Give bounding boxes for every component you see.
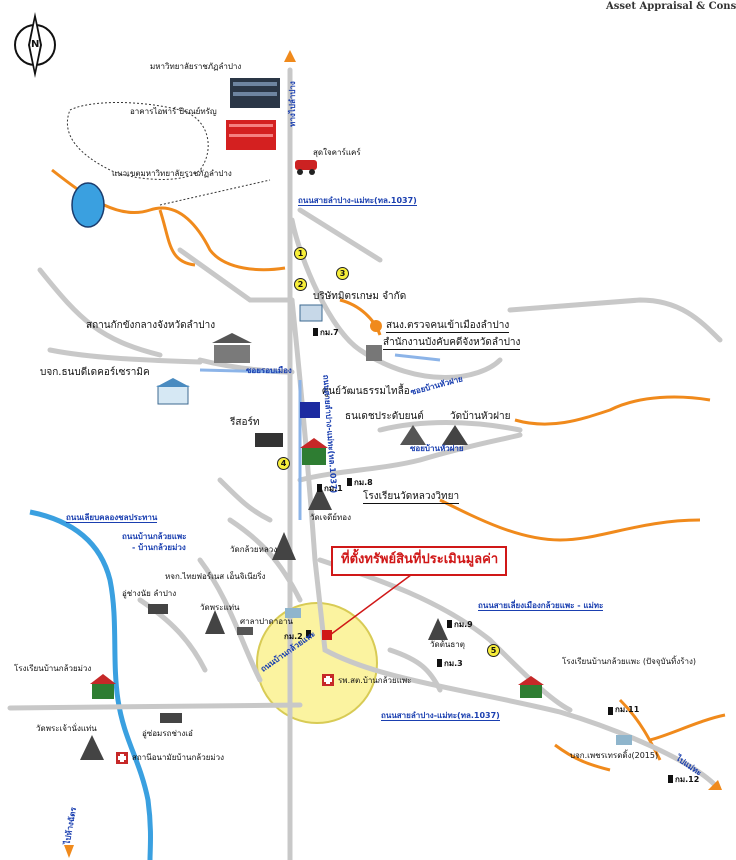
resort-label: รีสอร์ท <box>230 417 260 428</box>
subject-callout: ที่ตั้งทรัพย์สินที่ประเมินมูลค่า <box>331 546 507 576</box>
primary-roads <box>7 67 723 860</box>
road-label-north: ถนนสายลำปาง-แม่ทะ(ทล.1037) <box>298 196 417 206</box>
warehouse-icon <box>156 378 190 405</box>
temple-icon-7 <box>428 618 448 640</box>
brand-text: Asset Appraisal & Consu <box>606 1 736 12</box>
phetcharat-label: บจก.เพชรเทรดดิ้ง(2015) <box>570 751 659 760</box>
temple-icon-1 <box>442 425 468 445</box>
immigration-marker <box>370 320 382 332</box>
river <box>29 509 153 860</box>
company-kasem-label: บริษัทมิตรเกษม จำกัด <box>313 291 407 302</box>
road-label-south: ถนนสายลำปาง-แม่ทะ(ทล.1037) <box>381 711 500 721</box>
km-marker-12: กม.12 <box>675 775 700 784</box>
thai-lue-label: ศูนย์วัฒนธรรมไทลื้อ <box>322 386 410 397</box>
factory-icon-3 <box>616 735 632 745</box>
school-icon-2 <box>90 674 116 699</box>
lake <box>71 182 105 228</box>
health-kluai-muang-label: สถานีอนามัยบ้านกล้วยม่วง <box>132 753 225 762</box>
university-building-icon <box>226 78 280 150</box>
km-marker-1: กม.1 <box>324 484 343 493</box>
wat-hua-fai-label: วัดบ้านหัวฝาย <box>450 411 511 422</box>
compass-letter: N <box>31 39 40 50</box>
south-road-arrow-icon <box>64 845 74 858</box>
resort-icon <box>255 433 283 447</box>
km-marker-11: กม.11 <box>615 705 640 714</box>
subject-label: ที่ตั้งทรัพย์สินที่ประเมินมูลค่า <box>341 552 499 567</box>
hospital-label: รพ.สต.บ้านกล้วยแพะ <box>338 676 412 685</box>
temple-icon-3 <box>308 485 332 510</box>
garage-ae-label: อู่ซ่อมรถช่างเอ๋ <box>142 729 193 738</box>
subject-marker-icon <box>322 630 332 640</box>
temple-icon-4 <box>272 532 296 560</box>
point-2: 2 <box>294 278 307 291</box>
car-icon <box>295 160 317 175</box>
point-3: 3 <box>336 267 349 280</box>
temple-icon-5 <box>205 610 225 634</box>
road-label-to-lampang: ทางไปลำปาง <box>287 81 297 127</box>
school-kluai-phae-label: โรงเรียนบ้านกล้วยแพะ (ปัจจุบันทิ้งร้าง) <box>562 657 697 666</box>
point-1: 1 <box>294 247 307 260</box>
radius-circle <box>256 602 378 724</box>
factory-icon <box>299 304 323 322</box>
km-marker-9: กม.9 <box>454 620 473 629</box>
wat-kluai-luang-label: วัดกล้วยหลวง <box>230 545 278 554</box>
university-label: มหาวิทยาลัยราชภัฏลำปาง <box>150 62 242 71</box>
temple-icon-2 <box>400 425 426 445</box>
km-marker-2: กม.2 <box>284 632 303 641</box>
immigration-label: สนง.ตรวจคนเข้าเมืองลำปาง <box>386 320 510 333</box>
km-marker-3: กม.3 <box>444 659 463 668</box>
nai-shop-label: อู่ช่างนัย ลำปาง <box>122 589 177 598</box>
road-label-kluai-phae: ถนนบ้านกล้วยแพะ <box>122 532 187 541</box>
wat-phrachao-label: วัดพระเจ้านั่งแท่น <box>36 724 97 733</box>
university-building-label: อาคารไอพาร์ ปีรณย์ทรัญ <box>130 107 217 116</box>
road-label-hua-fai: ซอยบ้านหัวฝาย <box>410 444 464 453</box>
car-care-label: สุดใจคาร์แคร์ <box>313 148 361 157</box>
southeast-road-arrow-icon <box>708 780 722 790</box>
road-label-soi: ซอยรอบเมือง <box>246 366 292 375</box>
north-arrow-icon <box>14 12 56 78</box>
wat-chedi-thong-label: วัดเจดีย์ทอง <box>310 513 351 522</box>
wat-ton-that-label: วัดต้นธาตุ <box>430 640 465 649</box>
km-marker-8: กม.8 <box>354 478 373 487</box>
point-4: 4 <box>277 457 290 470</box>
factory-icon-2 <box>285 608 301 618</box>
culture-center-icon <box>300 402 320 418</box>
detention-label: สถานกักขังกลางจังหวัดลำปาง <box>86 320 216 331</box>
temple-icon-6 <box>80 735 104 760</box>
government-building-icon <box>212 333 252 363</box>
health-icon <box>116 752 128 764</box>
road-label-bypass: ถนนสายเลี่ยงเมืองกล้วยแพะ - แม่ทะ <box>478 601 604 611</box>
road-label-kluai-muang: - บ้านกล้วยม่วง <box>132 543 186 552</box>
road-label-irrigation: ถนนเลียบคลองชลประทาน <box>66 513 158 523</box>
school-wat-luang-label: โรงเรียนวัดหลวงวิทยา <box>363 491 460 504</box>
point-5: 5 <box>487 644 500 657</box>
school-icon-1 <box>300 438 328 465</box>
garage-icon <box>160 713 182 723</box>
phoenix-label: หจก.ไทยฟอร์เนส เอ็นจิเนียริ่ง <box>165 572 266 581</box>
sala-label: ศาลาปาดาอาน <box>240 617 293 626</box>
university-boundary-label: แนวเขตมหาวิทยาลัยราชภัฏลำปาง <box>112 169 232 178</box>
car-icon-2 <box>237 627 253 635</box>
school-kluai-muang-label: โรงเรียนบ้านกล้วยม่วง <box>14 664 92 673</box>
shop-icon <box>148 604 168 614</box>
ceramic-label: บจก.ธนบดีเดคอร์เซรามิค <box>40 367 150 378</box>
subject-pointer <box>329 571 416 636</box>
school-icon-3 <box>518 676 544 698</box>
km-marker-7: กม.7 <box>320 328 339 337</box>
enforcement-label: สำนักงานบังคับคดีจังหวัดลำปาง <box>383 337 521 350</box>
north-road-arrow-icon <box>284 50 296 62</box>
thanet-label: ธนเดชประดับยนต์ <box>345 411 424 422</box>
wat-phra-waen-label: วัดพระแท่น <box>200 603 240 612</box>
hospital-icon <box>322 674 334 686</box>
office-icon <box>366 345 382 361</box>
